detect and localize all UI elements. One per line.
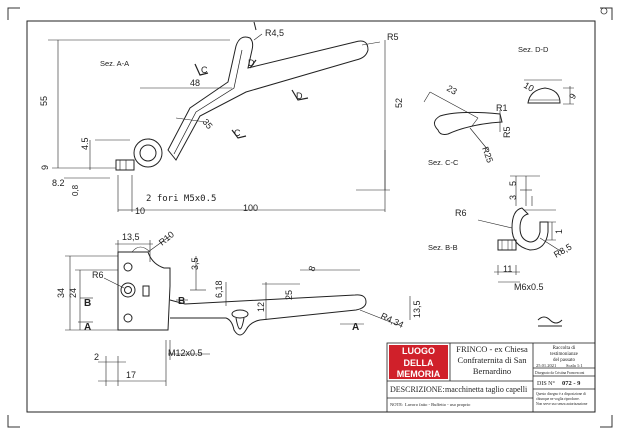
cut-letter-c1: C — [201, 65, 208, 75]
collection-line-3: del passato — [553, 358, 576, 363]
section-label-bb: Sez. B-B — [428, 243, 458, 252]
dim-17: 17 — [126, 370, 136, 380]
logo-line-2: DELLA — [404, 358, 434, 368]
collection-line-1: Raccolta di — [553, 346, 576, 351]
dim-2: 2 — [94, 352, 99, 362]
cut-letter-d1: D — [248, 58, 255, 68]
dim-12: 12 — [256, 302, 266, 312]
title-block — [386, 342, 596, 413]
cut-letter-b2: B — [178, 296, 185, 307]
dim-0-8: 0,8 — [71, 184, 80, 196]
section-label-dd: Sez. D-D — [518, 45, 549, 54]
copyright-line-1: Questo disegno è a disposizione di — [536, 392, 586, 396]
note-value: Lavoro fatto - Buffetto - uso proprio — [405, 402, 471, 407]
surface-finish-symbol — [537, 316, 563, 327]
dim-100: 100 — [243, 203, 258, 213]
drawing-number-value: 072 - 9 — [562, 380, 581, 387]
cut-letter-d2: D — [296, 91, 303, 101]
copyright-line-3: Non serve uso senza autorizzazione — [536, 402, 588, 406]
project-line-1: FRINCO - ex Chiesa — [456, 344, 528, 354]
view-section-bb — [477, 175, 563, 283]
dim-11: 11 — [503, 264, 512, 274]
cut-letter-c2: C — [234, 128, 241, 138]
description-label: DESCRIZIONE: — [390, 385, 445, 394]
section-label-aa: Sez. A-A — [100, 59, 129, 68]
dim-r5-top: R5 — [387, 32, 399, 42]
logo-background — [389, 345, 448, 379]
dim-48: 48 — [190, 78, 200, 88]
dim-r4-34: R4,34 — [379, 311, 405, 330]
drawing-number-label: DIS N° — [537, 380, 556, 387]
dim-dd-9: 9 — [567, 92, 578, 101]
drawing-frame — [26, 20, 596, 413]
dim-3-5: 3,5 — [190, 257, 200, 270]
dim-13-5b: 13,5 — [412, 300, 422, 318]
dim-8-2: 8.2 — [52, 178, 65, 188]
drawing-scale: Scala 1:1 — [566, 363, 583, 368]
dim-m6: M6x0.5 — [514, 282, 544, 292]
project-line-2: Confraternita di San — [458, 355, 528, 365]
dim-4-5: 4.5 — [80, 137, 90, 150]
dim-r4-5: R4,5 — [265, 28, 284, 38]
cut-letter-b1: B — [84, 298, 91, 309]
drafter-name: Disegnato da Cristina Francesconi — [535, 371, 584, 375]
logo-line-1: LUOGO — [402, 346, 435, 356]
dim-10: 10 — [135, 206, 145, 216]
dim-r25: R25 — [480, 145, 495, 164]
logo-line-3: MEMORIA — [397, 369, 441, 379]
dim-3: 3 — [508, 195, 518, 200]
description-value: macchinetta taglio capelli — [445, 385, 528, 394]
dim-52: 52 — [394, 98, 404, 108]
dim-35: 35 — [200, 117, 214, 131]
drawing-date: 25.01.2021 — [536, 363, 556, 368]
dim-23: 23 — [445, 83, 459, 97]
cut-letter-a2: A — [352, 322, 359, 333]
dim-13-5a: 13,5 — [122, 232, 140, 242]
collection-line-2: testimonianze — [550, 352, 579, 357]
dim-r8-5: R8,5 — [552, 242, 573, 260]
dim-r6-low: R6 — [92, 270, 104, 280]
dim-5a: 5 — [508, 181, 518, 186]
dim-8: 8 — [306, 265, 317, 273]
dim-34: 34 — [56, 288, 66, 298]
dim-r5-cc: R5 — [502, 126, 512, 138]
note-label: NOTE: — [390, 402, 403, 407]
dim-25: 25 — [284, 290, 294, 300]
project-line-3: Bernardino — [473, 366, 511, 376]
view-section-dd — [524, 79, 574, 105]
dim-55: 55 — [39, 96, 49, 106]
dim-r10: R10 — [157, 229, 176, 247]
cut-letter-a1: A — [84, 322, 91, 333]
view-main-lever — [65, 235, 411, 386]
dim-r6-bb: R6 — [455, 208, 467, 218]
dim-9: 9 — [40, 165, 50, 170]
copyright-line-2: chiunque ne voglia riprodurre. — [536, 397, 580, 401]
dim-1: 1 — [554, 229, 564, 234]
note-holes: 2 fori M5x0.5 — [146, 194, 216, 204]
dim-r1: R1 — [496, 103, 508, 113]
view-section-cc — [423, 91, 503, 151]
dim-6-18: 6,18 — [214, 280, 224, 298]
view-section-aa — [48, 21, 390, 212]
dim-24: 24 — [68, 288, 78, 298]
dim-dd-10: 10 — [522, 80, 536, 94]
orientation-circle — [600, 7, 608, 15]
section-label-cc: Sez. C-C — [428, 158, 459, 167]
dim-m12: M12x0.5 — [168, 348, 203, 358]
